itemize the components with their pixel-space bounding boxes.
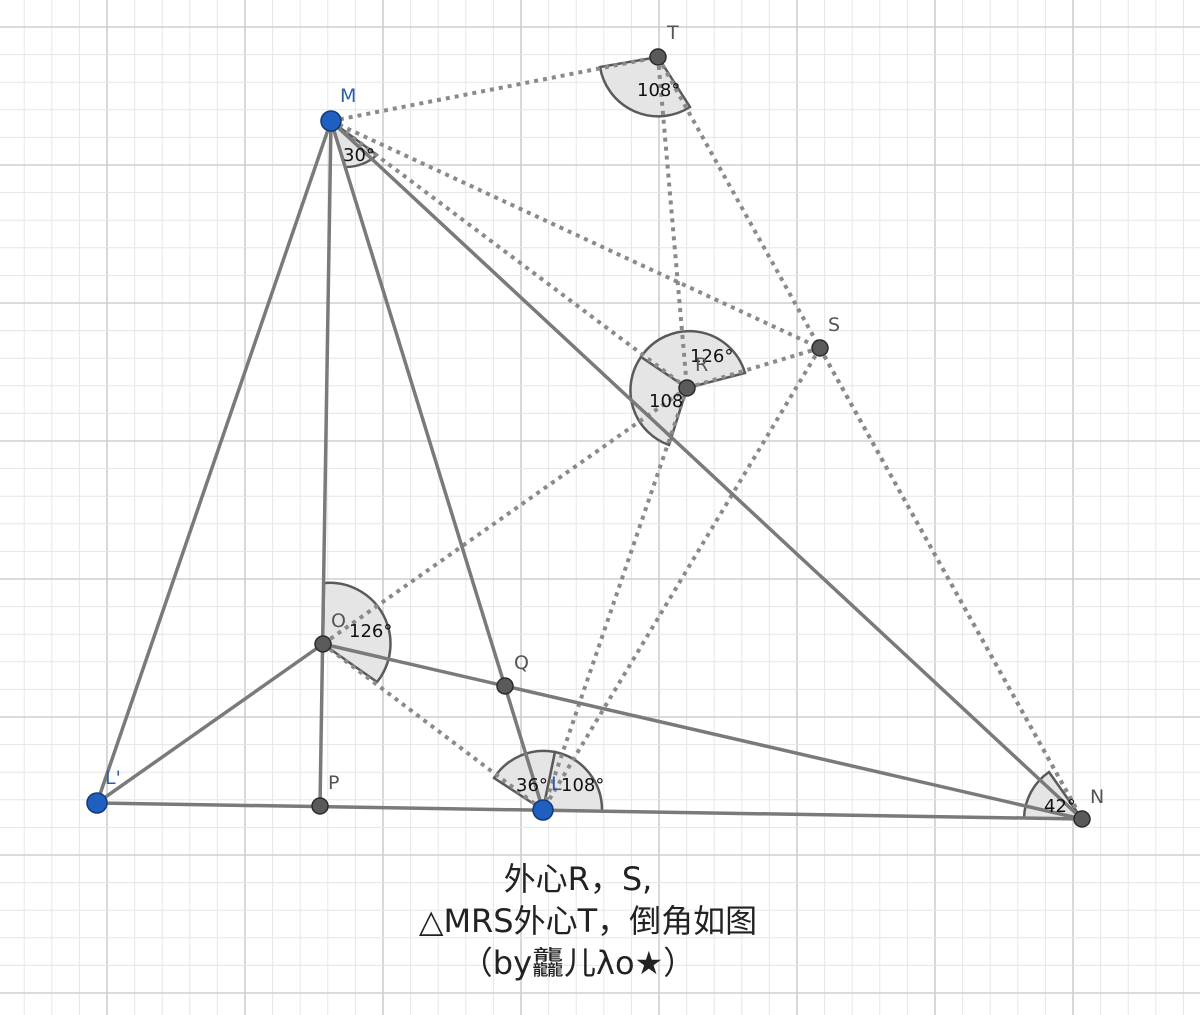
points [86,48,1091,828]
angle-sector-R-lower [629,355,689,447]
point-L[interactable] [532,799,554,821]
point-L-prime[interactable] [86,792,108,814]
segment-ON [321,642,1084,821]
caption-line-3: （by龘儿λo★） [461,944,695,982]
point-P[interactable] [311,797,329,815]
point-label-L-prime: L' [105,767,121,789]
caption-line-2: △MRS外心T，倒角如图 [419,902,757,940]
segment-ML [329,119,545,812]
segment-MS [330,119,821,350]
point-O[interactable] [314,635,332,653]
segment-L-prime-N [95,801,1084,821]
point-Q[interactable] [496,677,514,695]
segment-MR [329,119,689,390]
point-label-L: L [551,773,562,795]
angle-label-L-right: 108° [561,775,604,796]
point-M[interactable] [320,110,342,132]
angle-label-N: 42° [1044,796,1076,817]
point-T[interactable] [649,48,667,66]
segment-SN [818,347,1084,820]
segment-MN [329,119,1084,821]
point-N[interactable] [1073,810,1091,828]
point-label-M: M [340,85,356,107]
point-label-N: N [1090,786,1104,808]
segment-TN [656,56,1084,820]
angle-labels: 108° 30° 126° 108 126° 36° 108° 42° [343,80,1076,817]
angle-label-L-left: 36° [516,775,548,796]
point-label-Q: Q [514,652,529,674]
segment-MT [330,55,659,123]
point-S[interactable] [811,339,829,357]
point-label-T: T [666,22,679,44]
point-R[interactable] [678,379,696,397]
angle-label-M: 30° [343,145,375,166]
segment-OL [321,642,545,812]
angle-label-R-lower: 108 [649,391,683,412]
point-label-R: R [695,354,708,376]
segment-RL [541,387,689,811]
segment-L-prime-O [95,642,325,805]
angle-label-O: 126° [349,621,392,642]
segment-ML-prime [95,119,333,805]
dotted-segments [321,55,1084,820]
segment-MP [318,119,333,808]
solid-segments [95,119,1084,821]
angle-label-R-upper: 126° [690,346,733,367]
caption: 外心R，S, △MRS外心T，倒角如图 （by龘儿λo★） [419,860,757,982]
angle-sector-T [598,55,692,118]
segment-TR [656,56,689,389]
point-label-P: P [328,772,339,794]
caption-line-1: 外心R，S, [504,860,653,898]
segment-RO [321,386,689,646]
point-label-O: O [331,610,346,632]
angle-sector-L-right [541,750,604,813]
point-label-S: S [828,314,840,336]
angle-label-T: 108° [637,80,680,101]
point-labels: T M S R O Q P L L' N [105,22,1104,808]
